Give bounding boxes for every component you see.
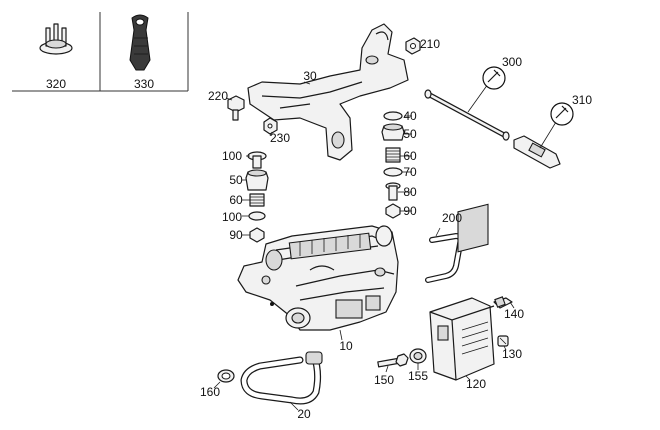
label-155: 155: [408, 369, 428, 383]
part-210-nut: [405, 37, 421, 55]
right-mount-stack: [381, 111, 405, 219]
label-30: 30: [303, 69, 317, 83]
wrench-icon-2: [555, 105, 569, 119]
label-210: 210: [420, 37, 440, 51]
part-320-connector: [39, 23, 73, 55]
label-100-top: 100: [222, 149, 242, 163]
part-20-hose: [240, 351, 323, 405]
inset-panel: [12, 12, 189, 92]
part-10-compressor: [237, 225, 399, 331]
part-200-hose: [425, 232, 464, 283]
part-155-grommet: [409, 348, 427, 364]
part-330-strap: [129, 14, 151, 71]
part-150-bolt: [377, 353, 409, 368]
label-150: 150: [374, 373, 394, 387]
label-60-right: 60: [403, 149, 417, 163]
label-140: 140: [504, 307, 524, 321]
leader-lines: [213, 81, 515, 411]
label-90-left: 90: [229, 228, 243, 242]
part-160-clamp: [217, 369, 235, 383]
part-labels: 320 330 30 210 300 310 220 230 40 50 60 …: [46, 37, 592, 421]
label-50-left: 50: [229, 173, 243, 187]
part-230-nut: [263, 117, 278, 135]
label-300: 300: [502, 55, 522, 69]
label-90-right: 90: [403, 204, 417, 218]
label-200: 200: [442, 211, 462, 225]
part-130-fitting: [497, 335, 509, 347]
label-330: 330: [134, 77, 154, 91]
label-320: 320: [46, 77, 66, 91]
wrench-icon: [487, 69, 501, 83]
label-120: 120: [466, 377, 486, 391]
label-220: 220: [208, 89, 228, 103]
label-80: 80: [403, 185, 417, 199]
part-120-control-unit: [429, 203, 495, 381]
label-10: 10: [339, 339, 353, 353]
part-30-bracket: [247, 23, 409, 161]
part-310-tool: [513, 102, 574, 169]
label-100-bottom: 100: [222, 210, 242, 224]
label-60-left: 60: [229, 193, 243, 207]
left-mount-stack: [245, 151, 269, 243]
label-230: 230: [270, 131, 290, 145]
label-20: 20: [297, 407, 311, 421]
label-50-right: 50: [403, 127, 417, 141]
part-140-fitting: [493, 296, 513, 309]
label-70: 70: [403, 165, 417, 179]
label-130: 130: [502, 347, 522, 361]
label-160: 160: [200, 385, 220, 399]
label-310: 310: [572, 93, 592, 107]
part-300-rod: [424, 66, 510, 141]
label-40: 40: [403, 109, 417, 123]
